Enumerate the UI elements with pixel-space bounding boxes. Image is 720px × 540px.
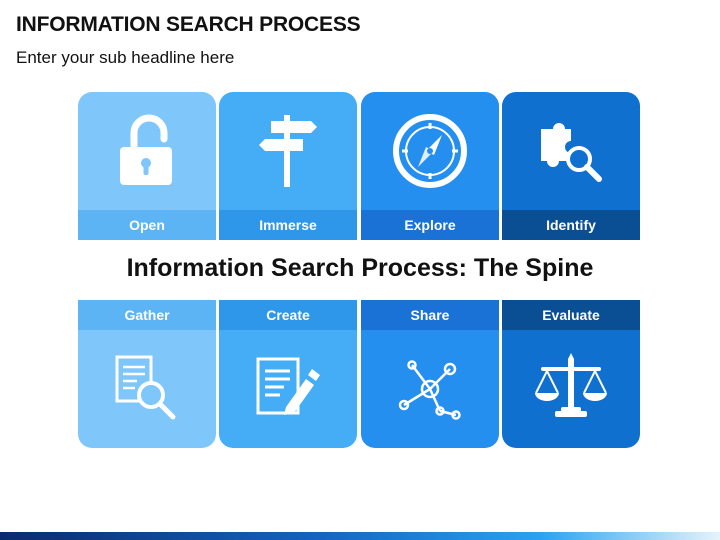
stage-card-share: Share [361, 300, 499, 448]
page-subtitle: Enter your sub headline here [16, 48, 235, 67]
stage-card-immerse: Immerse [219, 92, 357, 240]
stage-label-immerse: Immerse [219, 210, 357, 240]
stage-label-identify: Identify [502, 210, 640, 240]
stage-card-identify: Identify [502, 92, 640, 240]
padlock-open-icon [120, 114, 172, 185]
diagram-center-title: Information Search Process: The Spine [126, 254, 594, 282]
compass-icon [393, 114, 467, 188]
page-title: INFORMATION SEARCH PROCESS [16, 13, 361, 36]
stage-label-share: Share [361, 300, 499, 330]
footer-gradient-bar [0, 532, 720, 540]
stage-label-gather: Gather [78, 300, 216, 330]
document-search-icon [115, 355, 176, 420]
stage-card-gather: Gather [78, 300, 216, 448]
stage-card-evaluate: Evaluate [502, 300, 640, 448]
stage-label-open: Open [78, 210, 216, 240]
stage-label-explore: Explore [361, 210, 499, 240]
puzzle-search-icon [541, 123, 602, 182]
stage-card-create: Create [219, 300, 357, 448]
stage-label-evaluate: Evaluate [502, 300, 640, 330]
stage-card-open: Open [78, 92, 216, 240]
network-share-icon [398, 360, 461, 420]
scales-icon [535, 353, 607, 417]
signpost-icon [259, 115, 317, 187]
stage-label-create: Create [219, 300, 357, 330]
document-pen-icon [256, 357, 320, 415]
stage-card-explore: Explore [361, 92, 499, 240]
